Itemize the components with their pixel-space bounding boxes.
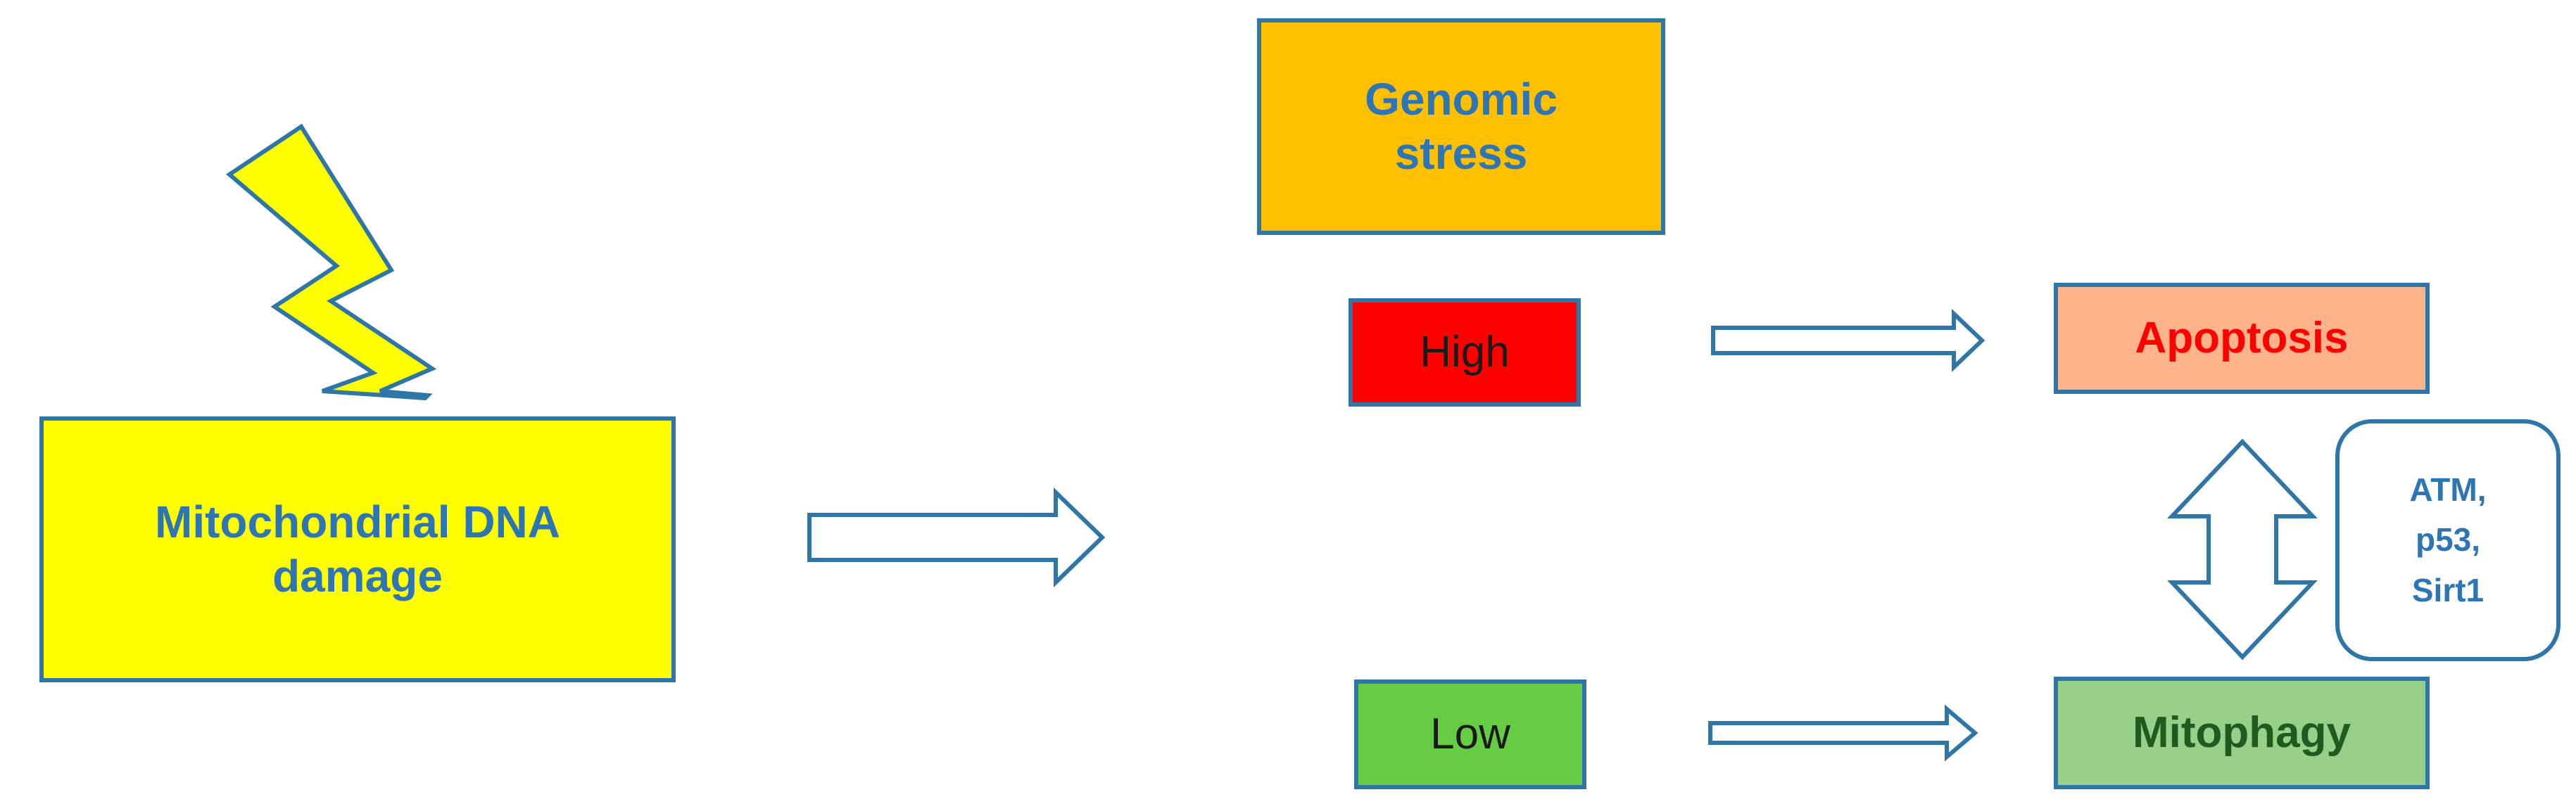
double-arrow-vertical-icon (2167, 438, 2318, 661)
high-stress-box: High (1349, 298, 1581, 407)
genomic-stress-box: Genomic stress (1257, 18, 1665, 235)
genomic-label-line-2: stress (1394, 128, 1528, 179)
arrow-right-icon (1708, 704, 1978, 762)
arrow-right-icon (807, 487, 1106, 588)
apoptosis-box: Apoptosis (2054, 283, 2430, 394)
high-label: High (1420, 327, 1510, 376)
apoptosis-label: Apoptosis (2135, 313, 2349, 362)
low-label: Low (1430, 709, 1510, 758)
regulators-box: ATM, p53, Sirt1 (2335, 419, 2561, 661)
genomic-label-line-1: Genomic (1365, 74, 1558, 125)
regulator-atm: ATM, (2409, 471, 2487, 509)
mitophagy-box: Mitophagy (2054, 677, 2430, 789)
low-stress-box: Low (1354, 679, 1586, 789)
mtdna-label-line-1: Mitochondrial DNA (155, 497, 560, 548)
mitochondrial-dna-damage-box: Mitochondrial DNA damage (39, 416, 676, 682)
mitophagy-label: Mitophagy (2133, 708, 2351, 757)
arrow-right-icon (1711, 309, 1985, 372)
regulator-p53: p53, (2415, 521, 2481, 559)
regulator-sirt1: Sirt1 (2411, 571, 2485, 608)
lightning-bolt-icon (226, 123, 437, 401)
mtdna-label-line-2: damage (272, 551, 443, 601)
